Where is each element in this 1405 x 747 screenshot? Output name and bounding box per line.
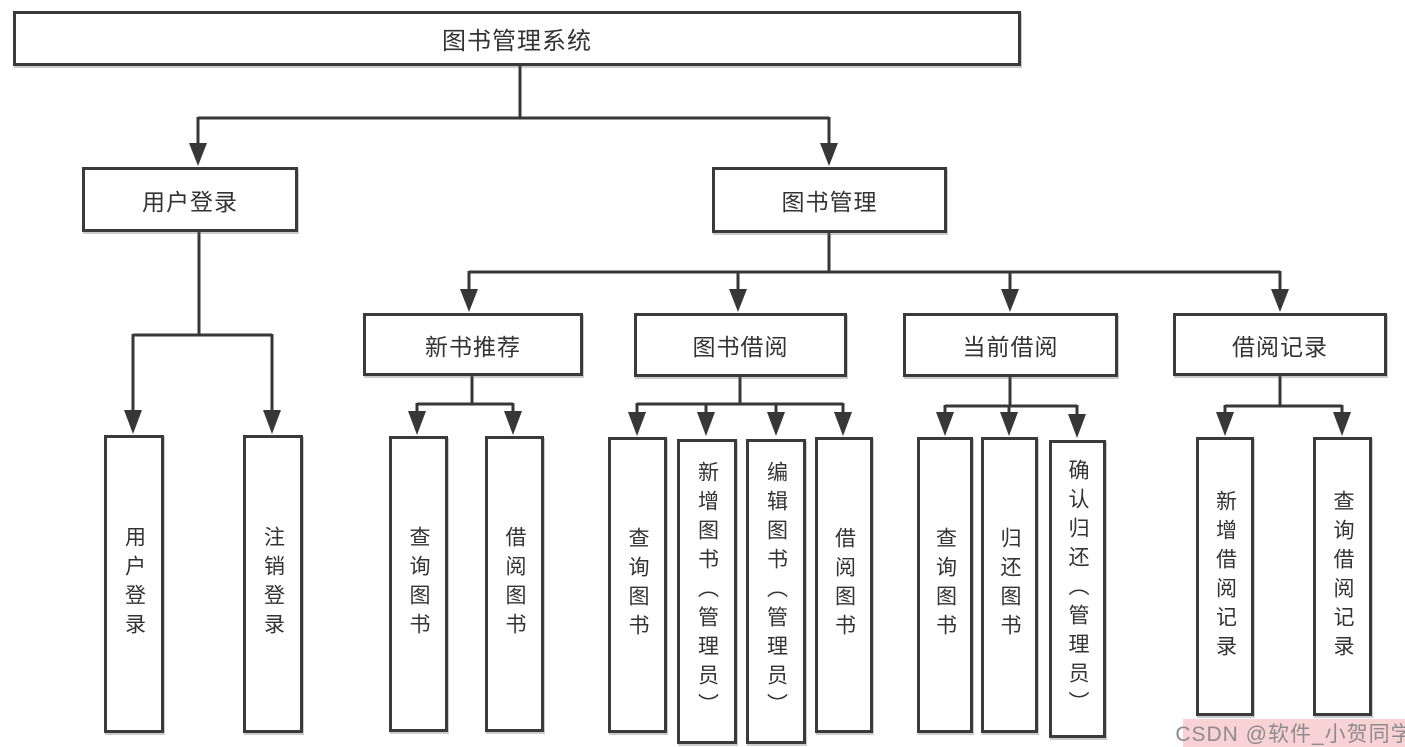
leaf-c-return-book-label: 归还图书 [998,527,1021,643]
leaf-logout: 注销登录 [243,435,303,733]
leaf-b-query-book-label: 查询图书 [626,527,649,643]
leaf-b-edit-book-admin-label: 编辑图书（管理员） [764,461,788,722]
leaf-d-add-borrow-record-label: 新增借阅记录 [1213,489,1237,664]
leaf-user-login-label: 用户登录 [122,526,146,642]
leaf-c-return-book: 归还图书 [981,437,1038,733]
node-new-book-recommend: 新书推荐 [363,313,583,376]
leaf-b-query-book: 查询图书 [608,437,667,733]
node-book-management: 图书管理 [712,167,947,233]
leaf-c-query-book: 查询图书 [917,437,973,733]
leaf-a-query-book: 查询图书 [389,436,448,732]
watermark-text: CSDN @软件_小贺同学 [1175,723,1405,746]
leaf-b-borrow-book: 借阅图书 [815,437,873,733]
node-book-borrow-label: 图书借阅 [692,334,789,360]
node-user-login: 用户登录 [82,167,298,232]
node-root: 图书管理系统 [13,11,1021,66]
node-user-login-label: 用户登录 [142,188,238,215]
leaf-d-add-borrow-record: 新增借阅记录 [1196,437,1254,716]
leaf-a-borrow-book: 借阅图书 [485,436,544,732]
leaf-user-login: 用户登录 [104,435,164,733]
node-book-borrow: 图书借阅 [634,313,847,377]
node-root-label: 图书管理系统 [442,28,592,55]
leaf-a-query-book-label: 查询图书 [407,526,430,642]
leaf-d-query-borrow-record: 查询借阅记录 [1313,437,1372,716]
node-current-borrow: 当前借阅 [903,313,1118,377]
leaf-b-add-book-admin-label: 新增图书（管理员） [695,461,719,722]
node-book-management-label: 图书管理 [781,189,878,215]
leaf-a-borrow-book-label: 借阅图书 [503,526,526,642]
leaf-d-query-borrow-record-label: 查询借阅记录 [1331,489,1354,664]
node-new-book-recommend-label: 新书推荐 [425,333,521,360]
leaf-c-query-book-label: 查询图书 [933,527,957,643]
node-borrow-records: 借阅记录 [1173,313,1387,376]
node-borrow-records-label: 借阅记录 [1232,333,1328,360]
leaf-c-confirm-return-admin-label: 确认归还（管理员） [1066,458,1089,720]
node-current-borrow-label: 当前借阅 [962,334,1059,360]
leaf-b-edit-book-admin: 编辑图书（管理员） [746,439,806,744]
watermark: CSDN @软件_小贺同学 [1175,719,1405,747]
leaf-c-confirm-return-admin: 确认归还（管理员） [1049,440,1106,738]
leaf-b-borrow-book-label: 借阅图书 [832,527,856,643]
leaf-logout-label: 注销登录 [261,526,285,642]
leaf-b-add-book-admin: 新增图书（管理员） [677,439,737,744]
